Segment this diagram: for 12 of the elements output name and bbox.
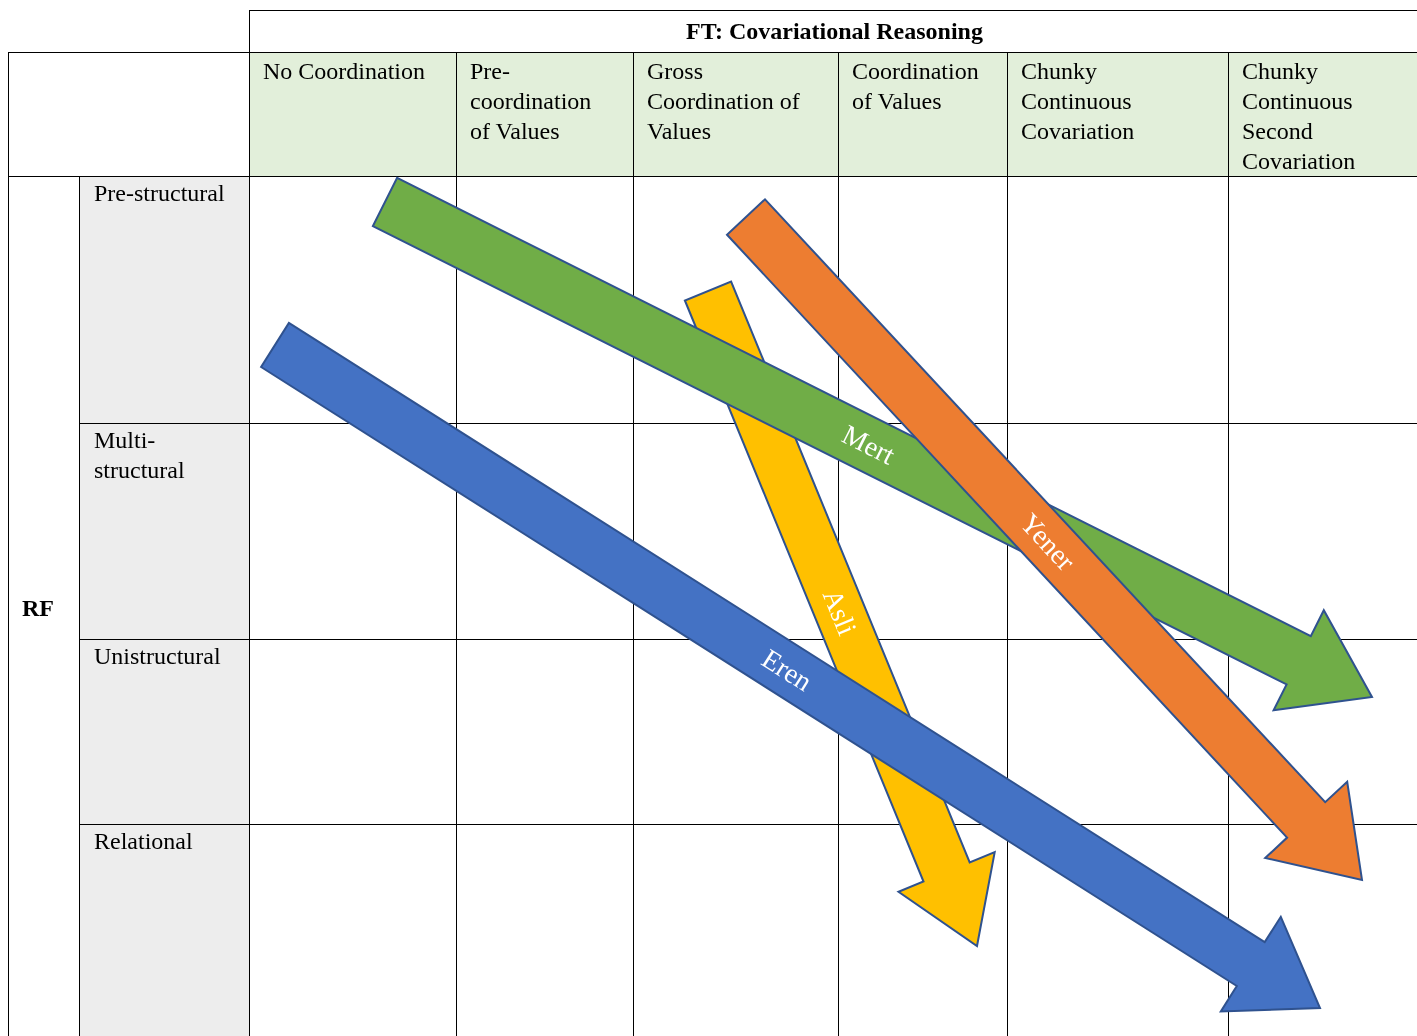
column-heading: Chunky Continuous Second Covariation [1242, 57, 1357, 176]
column-heading: Chunky Continuous Covariation [1021, 57, 1136, 146]
table-title: FT: Covariational Reasoning [686, 17, 983, 46]
row-heading: Multi-structural [94, 426, 186, 485]
column-heading: Gross Coordination of Values [647, 57, 801, 146]
column-heading: Pre-coordination of Values [470, 57, 593, 146]
row-heading: Unistructural [94, 642, 222, 671]
axis-label: RF [22, 594, 54, 623]
column-heading: Coordination of Values [852, 57, 980, 116]
row-heading: Pre-structural [94, 179, 226, 208]
row-heading: Relational [94, 827, 194, 856]
column-heading: No Coordination [263, 57, 426, 86]
